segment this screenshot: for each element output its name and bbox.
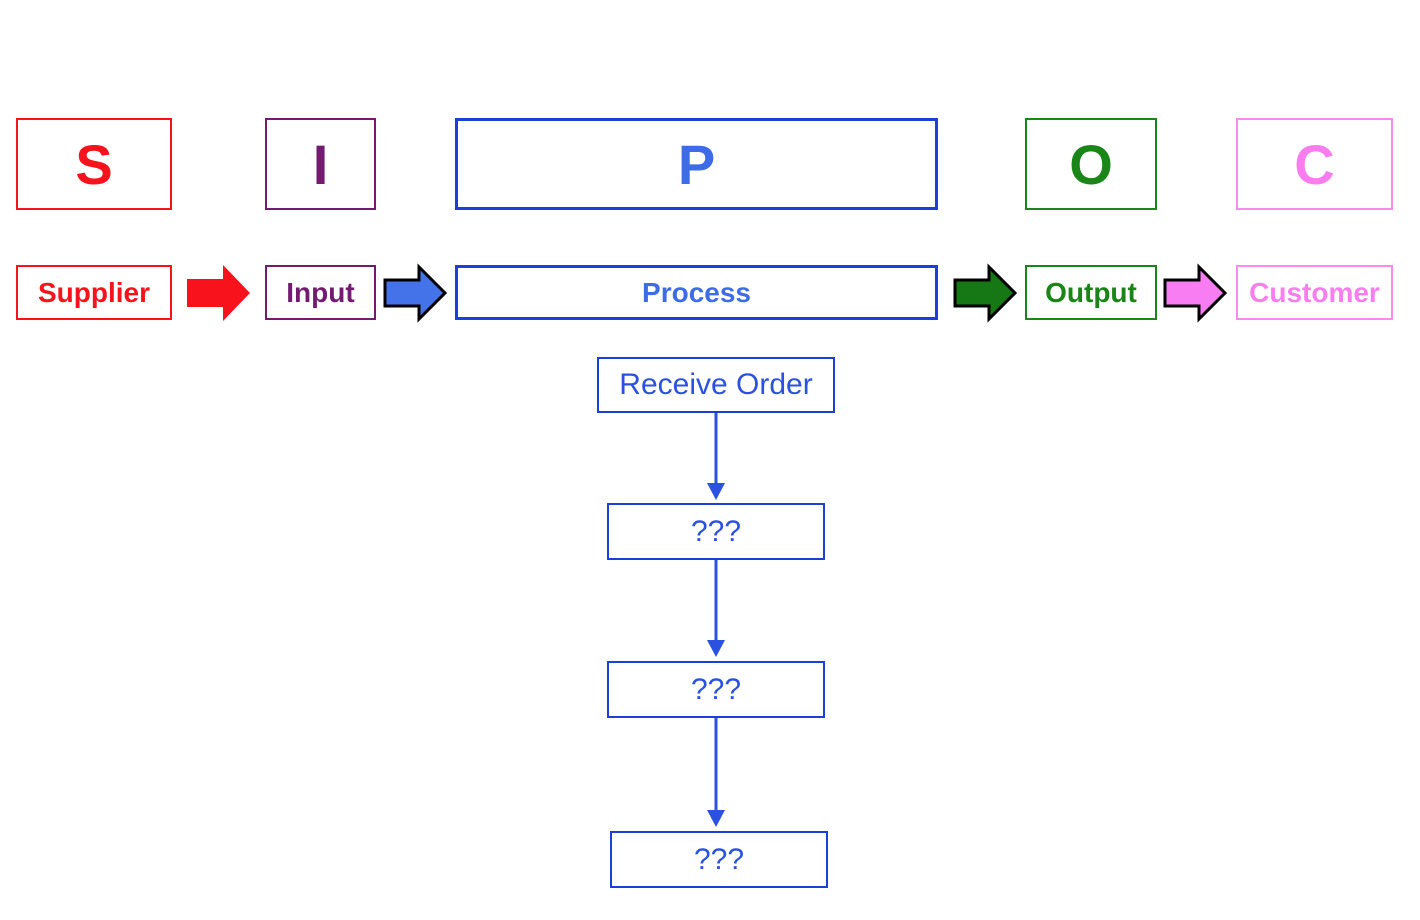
flow-step-unknown-3: ???	[610, 831, 828, 888]
supplier-box: Supplier	[16, 265, 172, 320]
sipoc-letter-box-input: I	[265, 118, 376, 210]
right-arrow-icon-process-to-output	[953, 263, 1018, 323]
sipoc-letter-box-customer: C	[1236, 118, 1393, 210]
down-arrow-icon-step1-to-step2	[707, 560, 725, 657]
right-arrow-icon-input-to-process	[383, 263, 448, 323]
right-arrow-icon-supplier-to-input	[187, 265, 250, 321]
flow-step-unknown-1: ???	[607, 503, 825, 560]
flow-step-receive-order: Receive Order	[597, 357, 835, 413]
output-box: Output	[1025, 265, 1157, 320]
down-arrow-icon-step0-to-step1	[707, 413, 725, 500]
input-box: Input	[265, 265, 376, 320]
flow-step-unknown-2: ???	[607, 661, 825, 718]
right-arrow-icon-output-to-customer	[1163, 263, 1228, 323]
down-arrow-icon-step2-to-step3	[707, 718, 725, 827]
customer-box: Customer	[1236, 265, 1393, 320]
sipoc-letter-box-process: P	[455, 118, 938, 210]
process-box: Process	[455, 265, 938, 320]
sipoc-letter-box-supplier: S	[16, 118, 172, 210]
sipoc-letter-box-output: O	[1025, 118, 1157, 210]
